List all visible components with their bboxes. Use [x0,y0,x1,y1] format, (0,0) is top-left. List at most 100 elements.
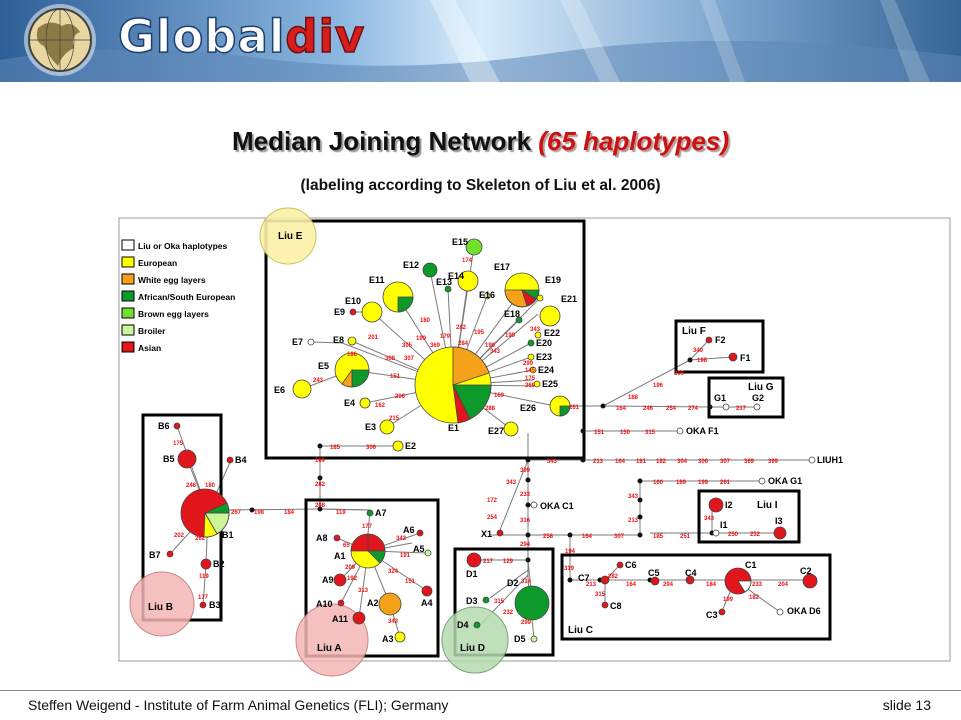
mutation-label: 175 [525,376,536,382]
banner-background [0,0,961,82]
label-b3: B3 [209,600,221,610]
mutation-label: 184 [284,510,295,516]
mutation-label: 246 [643,406,654,412]
mutation-label: 217 [483,559,494,565]
mutation-label: 194 [565,549,576,555]
liu-g-label: Liu G [748,382,774,393]
mutation-label: 199 [416,336,427,342]
label-oka-f1: OKA F1 [686,426,719,436]
label-a4: A4 [421,598,433,608]
mutation-label: 185 [330,445,341,451]
mutation-label: 299 [521,620,532,626]
node-c4 [685,575,695,585]
slide-number: slide 13 [882,697,931,713]
label-b5: B5 [163,454,175,464]
mutation-label: 164 [616,406,627,412]
label-e7: E7 [292,337,303,347]
node-oka-f1 [676,427,684,435]
mutation-label: 399 [768,459,779,465]
mutation-label: 343 [628,494,639,500]
label-e17: E17 [494,262,510,272]
liu-i-label: Liu I [757,500,778,511]
label-b4: B4 [235,455,247,465]
liu-b-highlight [129,571,195,637]
mutation-label: 186 [347,352,358,358]
label-a3: A3 [382,634,394,644]
node-e22 [534,331,542,339]
label-e5: E5 [318,361,329,371]
node-oka-d6 [776,608,784,616]
header-banner: Globaldiv [0,0,961,82]
mutation-label: 188 [628,395,639,401]
label-a6: A6 [403,525,415,535]
label-e26: E26 [520,403,536,413]
mutation-label: 324 [388,569,399,575]
mutation-label: 246 [186,483,197,489]
label-c8: C8 [610,601,622,611]
liu-f-label: Liu F [682,326,706,337]
label-e11: E11 [369,275,385,285]
mutation-label: 307 [404,356,415,362]
mutation-label: 343 [490,349,501,355]
footer-text: Steffen Weigend - Institute of Farm Anim… [28,697,449,713]
mutation-label: 198 [697,358,708,364]
label-c2: C2 [800,566,812,576]
mutation-label: 164 [582,534,593,540]
mutation-label: 202 [174,533,185,539]
slide-title-emphasis: (65 haplotypes) [538,126,729,156]
mutation-label: 315 [494,599,505,605]
mutation-label: 177 [198,595,209,601]
mutation-label: 299 [523,361,534,367]
mutation-label: 182 [656,459,667,465]
legend: Liu or Oka haplotypes European White egg… [121,239,235,353]
node-e27 [503,421,519,437]
logo-part1: Global [117,9,286,64]
mutation-label: 169 [494,393,505,399]
mutation-label: 284 [458,341,469,347]
mutation-label: 307 [720,459,731,465]
mutation-label: 294 [663,582,674,588]
mutation-label: 213 [593,459,604,465]
mutation-label: 160 [653,480,664,486]
logo-part2: div [285,9,366,64]
mutation-label: 185 [653,534,664,540]
node-c7 [600,575,610,585]
label-e19: E19 [545,275,561,285]
mutation-label: 174 [462,258,473,264]
mutation-label: 169 [315,458,326,464]
mutation-label: 199 [505,333,516,339]
label-c7: C7 [578,573,590,583]
node-e13 [444,285,452,293]
label-b6: B6 [158,421,170,431]
label-e20: E20 [536,338,552,348]
label-e13: E13 [436,277,452,287]
mutation-label: 145 [525,368,536,374]
label-a5: A5 [413,544,425,554]
label-d5: D5 [514,634,526,644]
label-e8: E8 [333,335,344,345]
legend-label-broiler: Broiler [138,326,166,336]
globe-icon [24,4,96,76]
liu-g-box [707,376,785,419]
node-liu-h1 [808,456,816,464]
mutation-label: 209 [674,371,685,377]
label-c4: C4 [685,568,697,578]
node-x1 [496,529,504,537]
mutation-label: 343 [547,459,558,465]
mutation-label: 175 [173,441,184,447]
label-e1: E1 [448,423,459,433]
label-oka-c1: OKA C1 [540,501,574,511]
mutation-label: 232 [503,610,514,616]
mutation-label: 282 [456,325,467,331]
label-a8: A8 [316,533,328,543]
label-e12: E12 [403,260,419,270]
mutation-label: 343 [506,480,517,486]
label-f2: F2 [715,335,726,345]
node-d4 [473,621,481,629]
node-a4 [421,585,433,597]
node-c5 [650,576,660,586]
node-e26 [549,395,571,417]
node-e6 [292,379,312,399]
mutation-label: 232 [750,532,761,538]
legend-swatch-african [121,290,135,302]
